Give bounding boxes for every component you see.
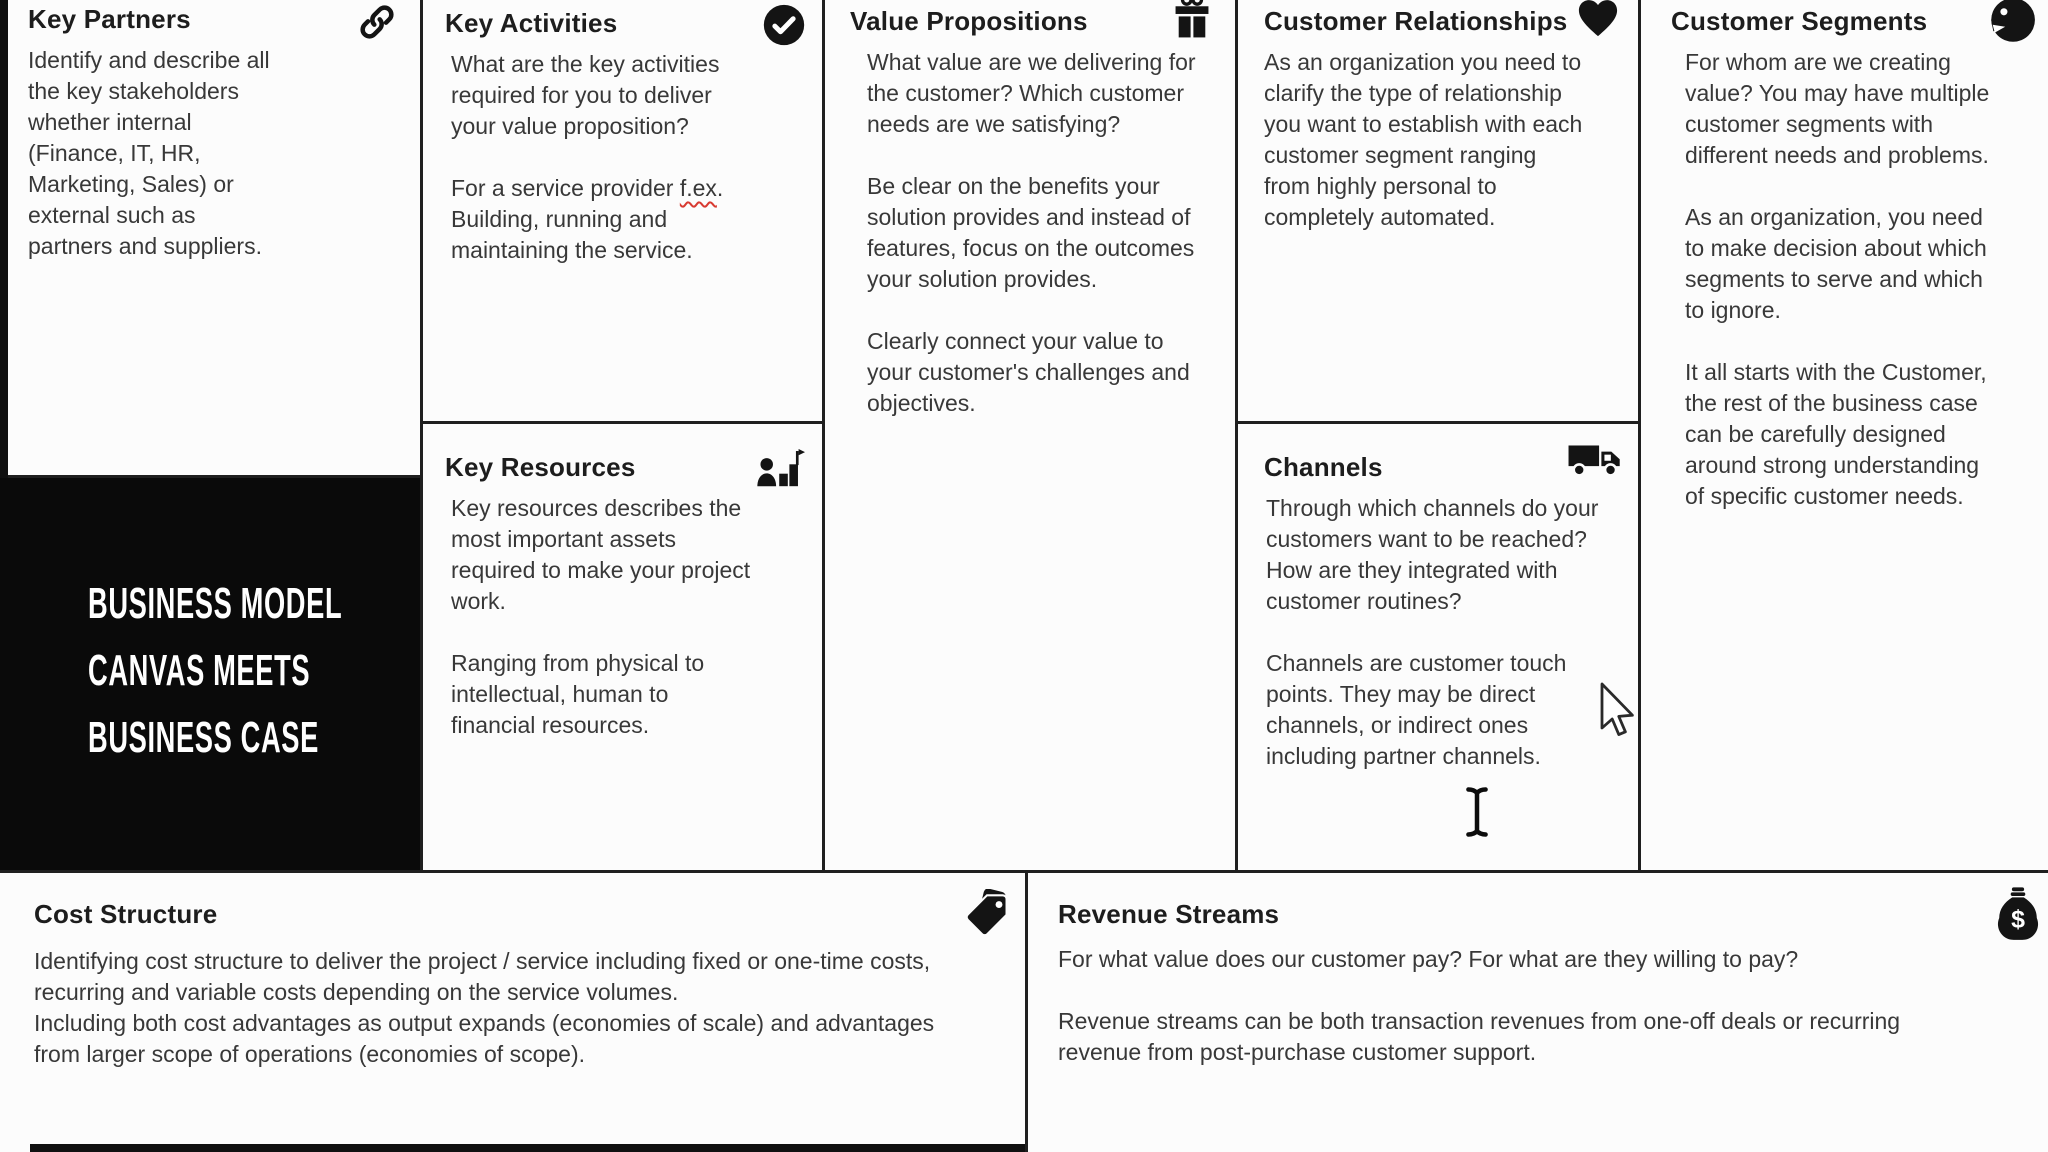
revenue-streams-title: Revenue Streams — [1058, 899, 1280, 929]
gift-icon — [1171, 0, 1213, 42]
paragraph: Key resources describes the most importa… — [451, 495, 751, 614]
overlay-line-3: BUSINESS CASE — [88, 713, 319, 762]
channels-title: Channels — [1264, 452, 1383, 482]
check-circle-icon — [762, 3, 806, 47]
head-profile-icon — [1986, 0, 2036, 48]
customer-segments-body: For whom are we creating value? You may … — [1685, 47, 1997, 512]
value-propositions-title: Value Propositions — [850, 6, 1088, 36]
paragraph: What value are we delivering for the cus… — [867, 49, 1196, 137]
heart-icon — [1576, 0, 1620, 38]
section-cost-structure: Cost Structure Identifying cost structur… — [0, 870, 1025, 1152]
section-channels: Channels Through which channels do your … — [1235, 421, 1638, 870]
paragraph: It all starts with the Customer, the res… — [1685, 359, 1987, 509]
customer-relationships-body: As an organization you need to clarify t… — [1264, 47, 1586, 233]
text-run: . Building, running and maintaining the … — [451, 175, 724, 263]
paragraph: Including both cost advantages as output… — [34, 1010, 935, 1067]
title-overlay-box: BUSINESS MODEL CANVAS MEETS BUSINESS CAS… — [0, 478, 420, 873]
channels-body: Through which channels do your customers… — [1266, 493, 1602, 772]
overlay-line-2: CANVAS MEETS — [88, 646, 311, 695]
cost-structure-body: Identifying cost structure to deliver th… — [34, 946, 942, 1070]
link-icon — [356, 2, 398, 42]
revenue-streams-body: For what value does our customer pay? Fo… — [1058, 944, 1928, 1068]
price-tag-icon — [963, 888, 1011, 939]
paragraph: Identify and describe all the key stakeh… — [28, 47, 270, 259]
paragraph: As an organization, you need to make dec… — [1685, 204, 1987, 323]
paragraph: For whom are we creating value? You may … — [1685, 49, 1990, 168]
paragraph: For a service provider f.ex. Building, r… — [451, 173, 756, 266]
paragraph: Clearly connect your value to your custo… — [867, 328, 1190, 416]
paragraph: For what value does our customer pay? Fo… — [1058, 946, 1799, 972]
money-bag-icon: $ — [1995, 886, 2041, 942]
text-run: For a service provider — [451, 175, 680, 201]
customer-segments-title: Customer Segments — [1671, 6, 1928, 36]
misspelled-word: f.ex — [679, 175, 717, 201]
key-activities-title: Key Activities — [445, 8, 618, 38]
overlay-line-1: BUSINESS MODEL — [88, 579, 343, 628]
paragraph: Revenue streams can be both transaction … — [1058, 1008, 1901, 1065]
truck-icon — [1567, 441, 1622, 479]
cost-structure-title: Cost Structure — [34, 899, 218, 929]
bottom-edge-bar — [30, 1144, 1025, 1152]
value-propositions-body: What value are we delivering for the cus… — [867, 47, 1203, 419]
key-resources-body: Key resources describes the most importa… — [451, 493, 759, 741]
key-partners-body: Identify and describe all the key stakeh… — [28, 45, 278, 262]
section-customer-segments: Customer Segments For whom are we creati… — [1638, 0, 2048, 870]
section-key-activities: Key Activities What are the key activiti… — [420, 0, 822, 421]
paragraph: Through which channels do your customers… — [1266, 495, 1599, 614]
key-partners-title: Key Partners — [28, 4, 191, 34]
paragraph: Be clear on the benefits your solution p… — [867, 173, 1195, 292]
paragraph: As an organization you need to clarify t… — [1264, 49, 1583, 230]
section-customer-relationships: Customer Relationships As an organizatio… — [1235, 0, 1638, 421]
paragraph: Ranging from physical to intellectual, h… — [451, 650, 705, 738]
svg-text:$: $ — [2011, 905, 2025, 933]
paragraph: Identifying cost structure to deliver th… — [34, 948, 931, 1005]
customer-relationships-title: Customer Relationships — [1264, 6, 1568, 36]
key-activities-body: What are the key activities required for… — [451, 49, 756, 266]
person-chart-icon — [754, 444, 806, 494]
paragraph: Channels are customer touch points. They… — [1266, 650, 1567, 769]
section-revenue-streams: Revenue Streams $ For what value does ou… — [1025, 870, 2048, 1152]
paragraph: What are the key activities required for… — [451, 51, 720, 139]
section-key-resources: Key Resources Key resources describes th… — [420, 421, 822, 870]
key-resources-title: Key Resources — [445, 452, 636, 482]
section-key-partners: Key Partners Identify and describe all t… — [8, 0, 420, 478]
section-value-propositions: Value Propositions What value are we del… — [822, 0, 1235, 870]
